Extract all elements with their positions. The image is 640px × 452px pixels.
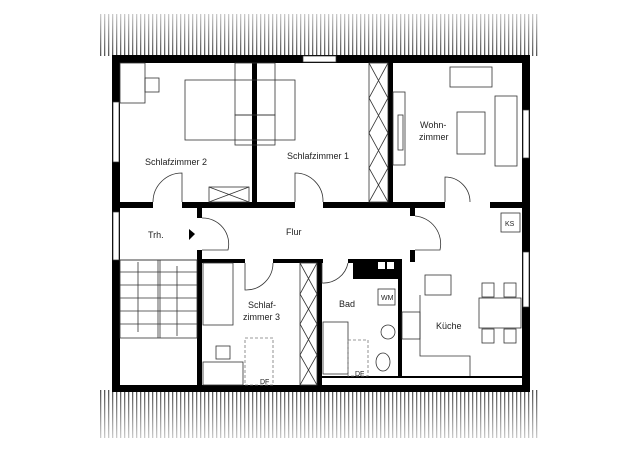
entrance-arrow-icon xyxy=(189,229,195,240)
windows xyxy=(112,55,530,308)
washing-machine xyxy=(377,288,396,306)
roof-hatching xyxy=(100,14,540,438)
label-schlafzimmer2: Schlafzimmer 2 xyxy=(145,157,207,167)
room-labels: Schlafzimmer 2 Schlafzimmer 1 Wohn- zimm… xyxy=(145,120,515,386)
label-kueche: Küche xyxy=(436,321,462,331)
label-schlafzimmer3-line1: Schlaf- xyxy=(248,300,276,310)
label-treppenhaus: Trh. xyxy=(148,230,164,240)
fridge xyxy=(500,212,521,233)
label-df-2: DF xyxy=(355,371,364,378)
furniture xyxy=(119,62,522,386)
label-ks: KS xyxy=(505,221,515,228)
doors xyxy=(152,172,471,291)
label-flur: Flur xyxy=(286,227,302,237)
label-wohnzimmer-line1: Wohn- xyxy=(420,120,446,130)
label-schlafzimmer1: Schlafzimmer 1 xyxy=(287,151,349,161)
label-bad: Bad xyxy=(339,299,355,309)
label-wohnzimmer-line2: zimmer xyxy=(419,132,449,142)
label-wm: WM xyxy=(381,295,394,302)
label-df-1: DF xyxy=(260,379,269,386)
walls xyxy=(112,55,530,392)
staircase xyxy=(119,259,198,339)
label-schlafzimmer3-line2: zimmer 3 xyxy=(243,312,280,322)
